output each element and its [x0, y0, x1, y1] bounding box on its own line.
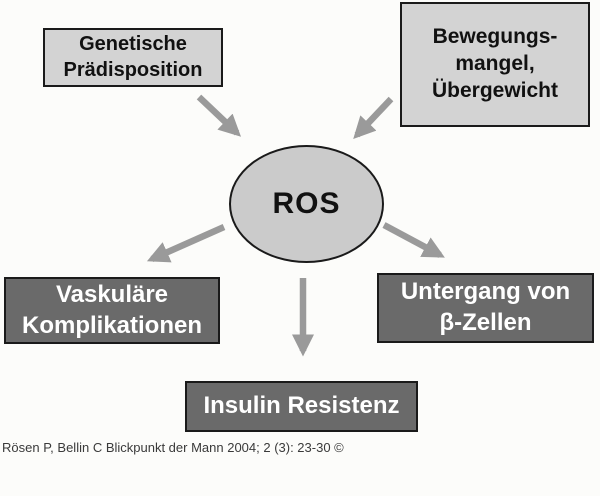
- node-ros: ROS: [229, 145, 384, 263]
- citation: Rösen P, Bellin C Blickpunkt der Mann 20…: [2, 440, 344, 455]
- node-insulin-resistenz: Insulin Resistenz: [185, 381, 418, 432]
- node-vaskulaere-komplikationen: Vaskuläre Komplikationen: [4, 277, 220, 344]
- arrow-inactivity-to-ros: [353, 96, 394, 140]
- node-bewegungsmangel-uebergewicht: Bewegungs- mangel, Übergewicht: [400, 2, 590, 127]
- node-genetische-praedisposition: Genetische Prädisposition: [43, 28, 223, 87]
- arrow-ros-to-beta: [382, 222, 445, 258]
- arrow-genetic-to-ros: [196, 94, 242, 137]
- node-untergang-beta-zellen: Untergang von β-Zellen: [377, 273, 594, 343]
- arrow-ros-to-vascular: [146, 224, 226, 263]
